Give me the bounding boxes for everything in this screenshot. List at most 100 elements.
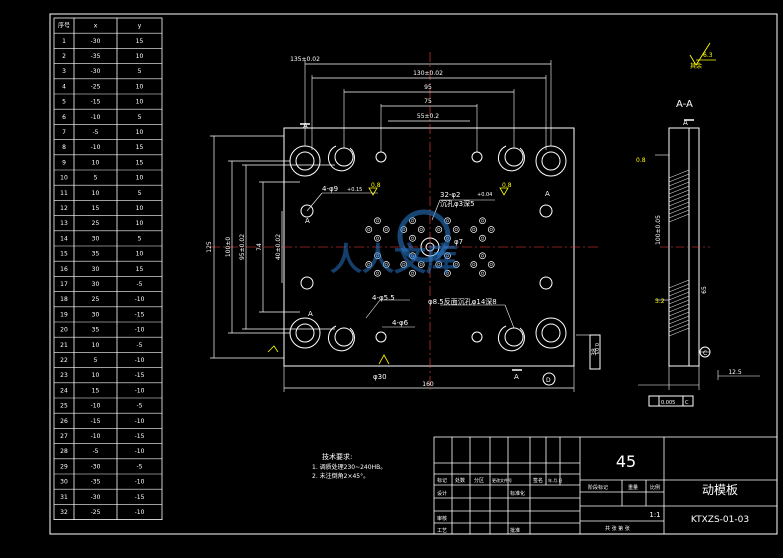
table-cell: 27 [60,433,68,440]
cavity-hole [374,234,381,242]
table-cell: 15 [136,38,144,45]
dim-text-12-5: 12.5 [728,369,742,376]
roughness-b: 0.8 [502,182,512,189]
table-cell: -5 [93,448,99,455]
table-cell: 7 [62,129,66,136]
table-cell: -15 [91,418,101,425]
table-header-cell: y [138,23,142,30]
table-cell: 16 [60,266,68,273]
cavity-hole-inner [445,219,450,223]
tb-weight: 重量 [628,484,638,491]
table-cell: 20 [60,327,68,334]
roughness-main: 6.3 [703,52,713,59]
table-cell: -10 [135,327,145,334]
table-cell: 10 [92,372,100,379]
cavity-hole [444,252,451,260]
dim-text-135: 135±0.02 [290,56,320,63]
datum-c: C [703,350,707,357]
screw-thread-3 [327,325,355,352]
dim-text-v95: 95±0.02 [239,234,246,260]
note-4-phi6: 4-φ6 [392,319,409,327]
cavity-hole [479,217,486,225]
table-cell: -5 [137,281,143,288]
table-cell: 1 [62,38,66,45]
cavity-hole-inner [472,262,476,267]
cavity-hole-inner [367,227,371,232]
cavity-hole-inner [480,254,485,258]
table-cell: -15 [135,311,145,318]
table-cell: 21 [60,342,68,349]
dim-text-v40: 40±0.02 [275,234,282,260]
cavity-hole [365,226,373,233]
note-32-phi2: 32-φ2 [440,191,461,199]
table-cell: 13 [60,220,68,227]
cavity-hole-inner [419,262,423,267]
note-4-phi9-tol: +0.15 [347,187,362,193]
table-cell: 10 [136,129,144,136]
screw-hole-2 [504,147,524,167]
table-cell: 10 [136,220,144,227]
table-cell: -25 [91,83,101,90]
table-cell: 30 [92,235,100,242]
screw-hole-1 [334,147,354,167]
section-a-bottom: A [514,373,519,381]
small-hole-3 [375,331,387,343]
tb-ratio: 比例 [650,484,660,491]
table-cell: -35 [91,53,101,60]
table-cell: -10 [91,403,101,410]
cavity-hole-inner [454,262,458,267]
small-hole-6 [539,204,553,218]
small-hole-4 [471,331,483,343]
note-phi8-5: φ8.5反面沉孔φ14深8 [428,297,497,306]
table-cell: 35 [92,327,100,334]
table-cell: 26 [60,418,68,425]
cavity-hole-inner [480,219,485,223]
tech-req-item-1: 1. 调质处理230~240HB。 [312,463,386,471]
center-hole [420,237,440,257]
tb-material: 45 [616,452,636,471]
cavity-hole [382,226,390,233]
guide-hole-tl-inner [295,151,315,171]
cavity-hole [479,252,486,260]
cavity-hole [417,226,425,233]
cavity-hole [409,234,416,242]
section-title: A-A [676,99,693,110]
section-a-mid-3: A [545,190,550,198]
table-cell: 30 [92,311,100,318]
cavity-hole-inner [489,227,493,232]
table-header-cell: x [94,23,98,30]
table-cell: 10 [136,205,144,212]
table-cell: 3 [62,68,66,75]
table-cell: 14 [60,235,68,242]
cavity-hole-inner [410,236,415,240]
table-cell: 10 [92,159,100,166]
table-cell: 15 [92,205,100,212]
tb-standardize: 标准化 [510,490,525,497]
cavity-hole-inner [437,227,441,232]
cavity-hole [444,269,451,277]
table-cell: -5 [93,129,99,136]
cavity-hole-inner [410,219,415,223]
cavity-hole [487,261,495,268]
table-cell: -15 [91,99,101,106]
tb-design: 设计 [437,490,447,497]
cavity-hole-inner [402,262,406,267]
cavity-hole [374,269,381,277]
guide-hole-bl [289,317,321,349]
screw-thread-2 [497,145,525,172]
section-a-top: A [303,122,308,130]
section-hatching [668,169,690,337]
table-cell: -5 [137,463,143,470]
table-cell: -15 [135,433,145,440]
tb-scale: 1:1 [649,511,660,519]
table-cell: 30 [92,281,100,288]
cavity-hole [487,226,495,233]
table-cell: -25 [91,509,101,516]
cavity-hole-inner [375,236,380,240]
table-cell: 10 [136,83,144,90]
table-cell: 15 [136,266,144,273]
cavity-hole-inner [472,227,476,232]
drawing-frame [49,13,778,535]
cavity-hole [470,226,478,233]
cavity-hole [479,234,486,242]
